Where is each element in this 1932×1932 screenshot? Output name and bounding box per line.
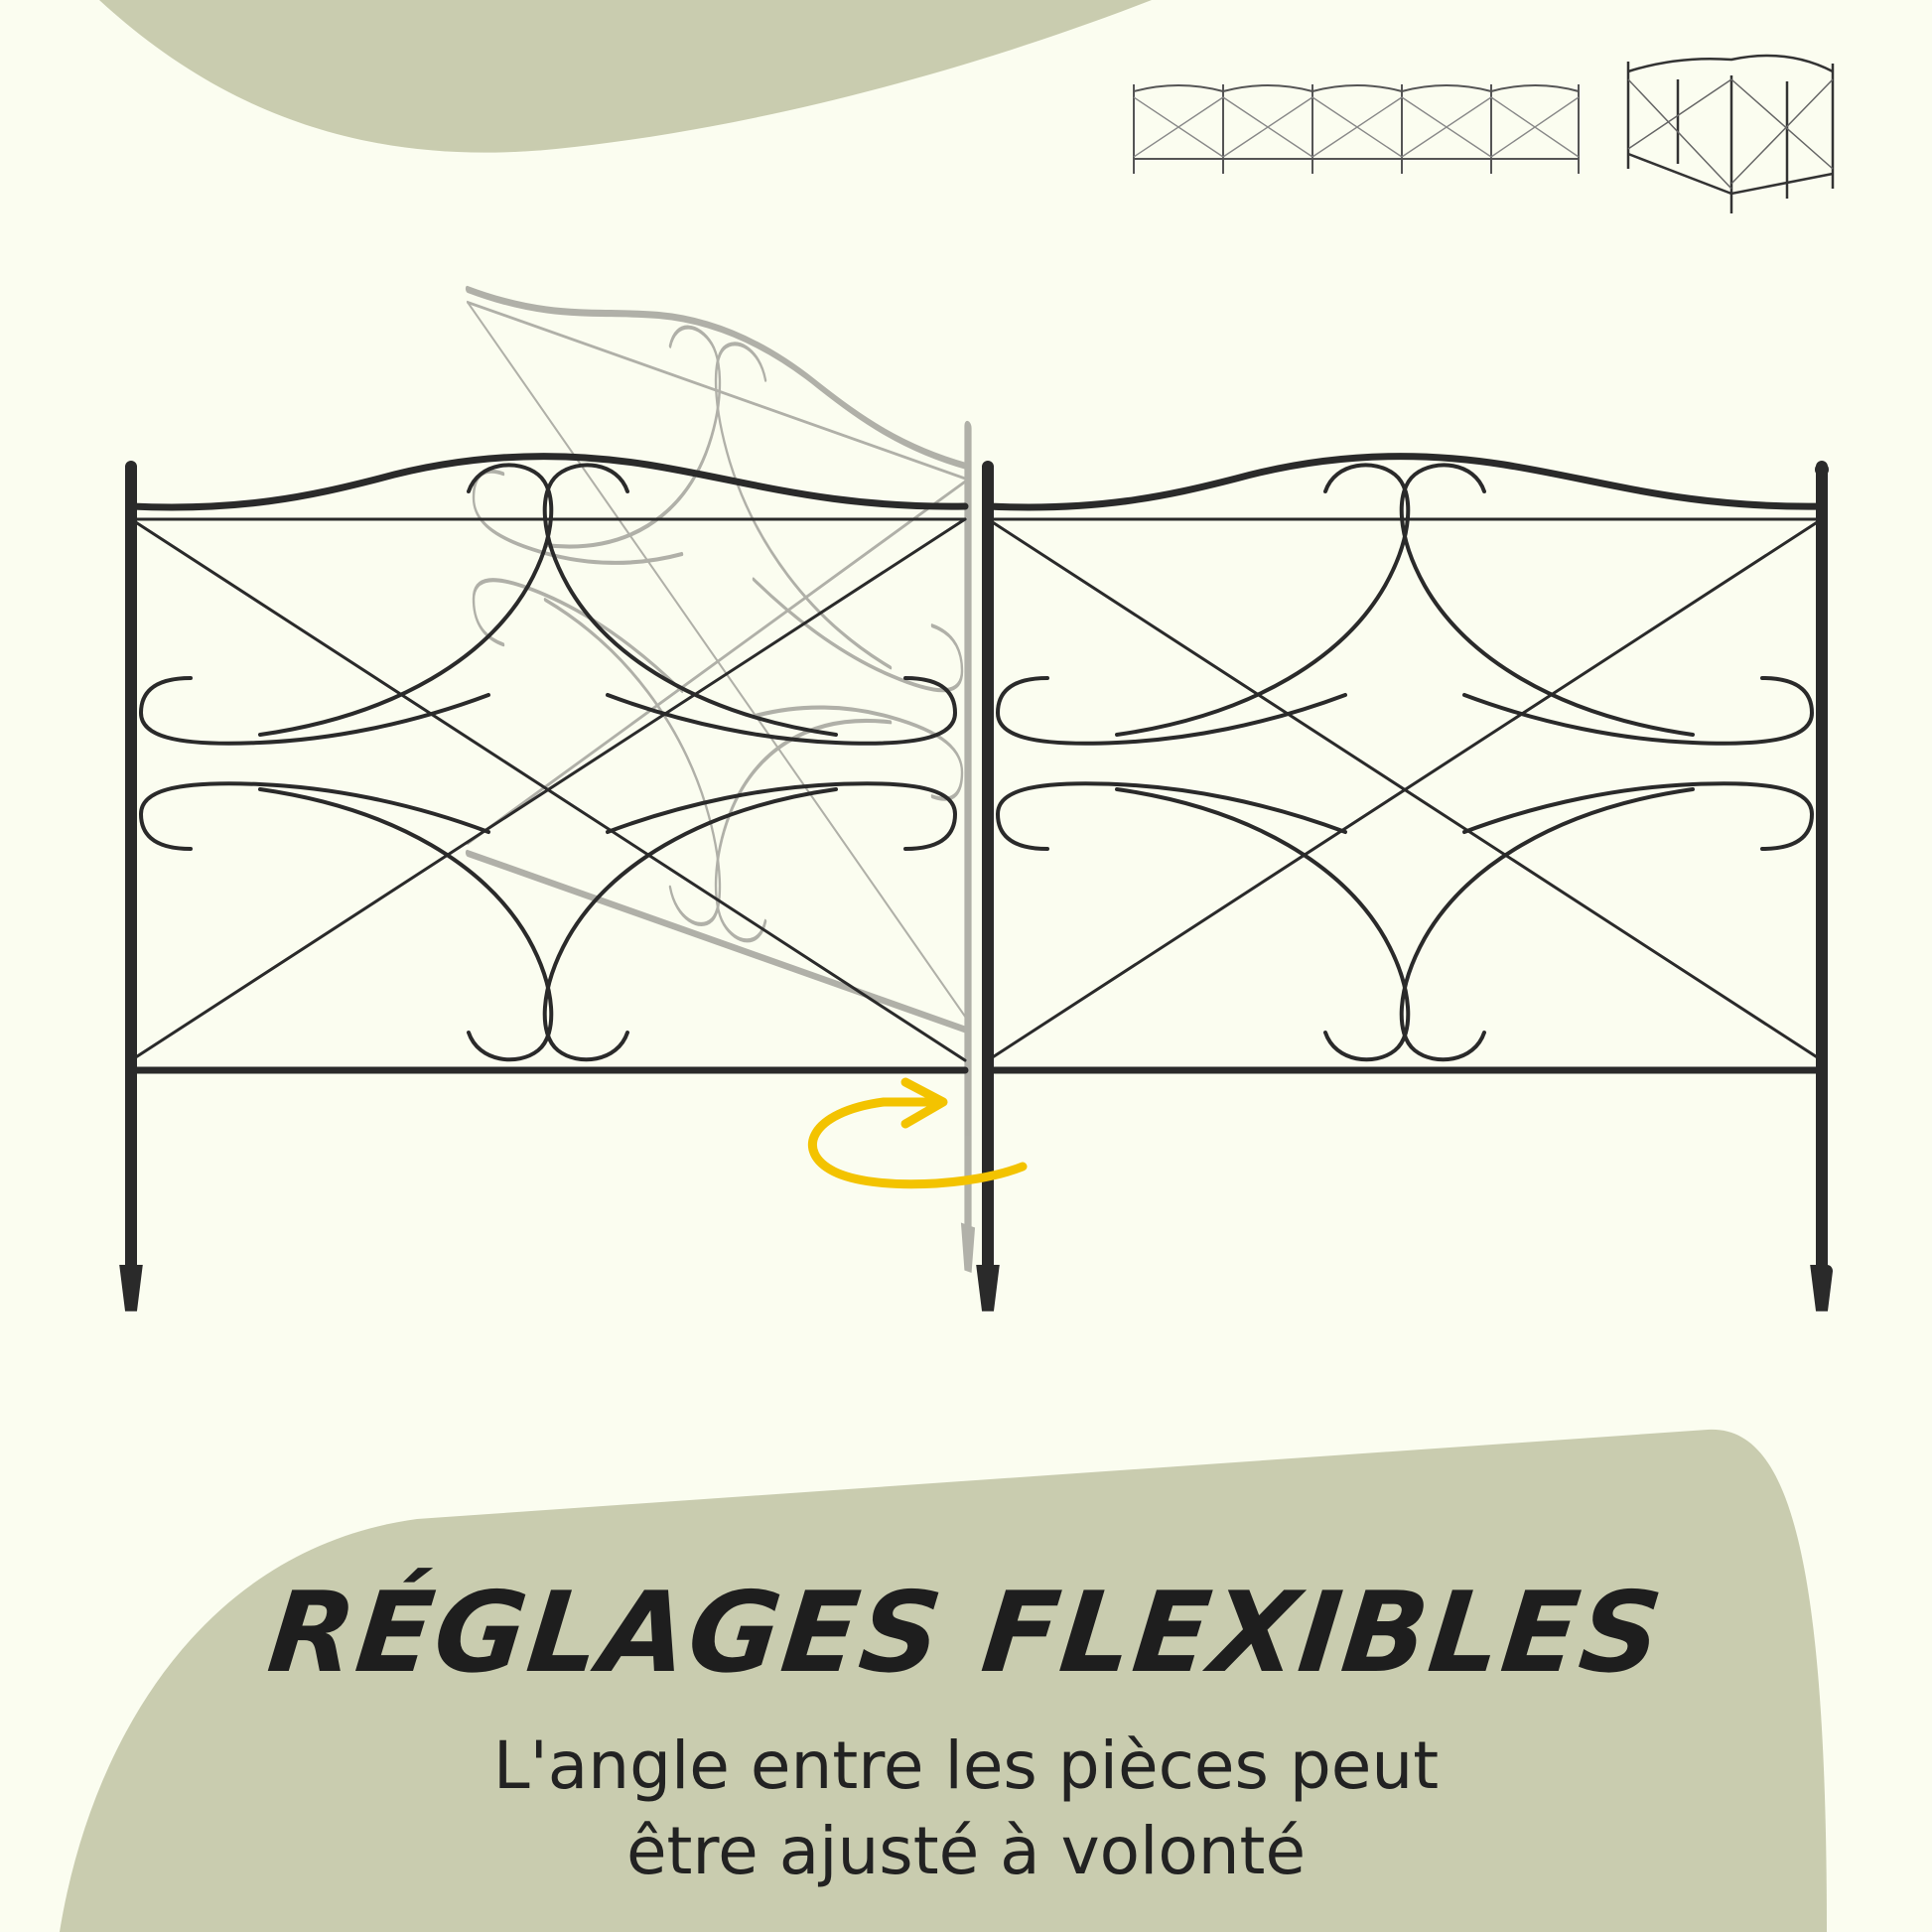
top-left-blob: [99, 0, 1152, 153]
fence-straight-layout-icon: [1133, 84, 1580, 174]
fence-panel-right: [981, 457, 1822, 1311]
description-line-1: L'angle entre les pièces peut: [492, 1727, 1440, 1804]
post-right-end: [1810, 461, 1833, 1311]
rotate-arrow-icon: [808, 1077, 1028, 1189]
caption-block: RÉGLAGES FLEXIBLES L'angle entre les piè…: [0, 1569, 1932, 1894]
description-line-2: être ajusté à volonté: [625, 1813, 1307, 1889]
bottom-blob: [60, 1429, 1827, 1932]
fence-enclosed-layout-icon: [1626, 54, 1835, 213]
headline: RÉGLAGES FLEXIBLES: [262, 1569, 1670, 1698]
rotated-fence-panel-ghost: [468, 239, 972, 1272]
